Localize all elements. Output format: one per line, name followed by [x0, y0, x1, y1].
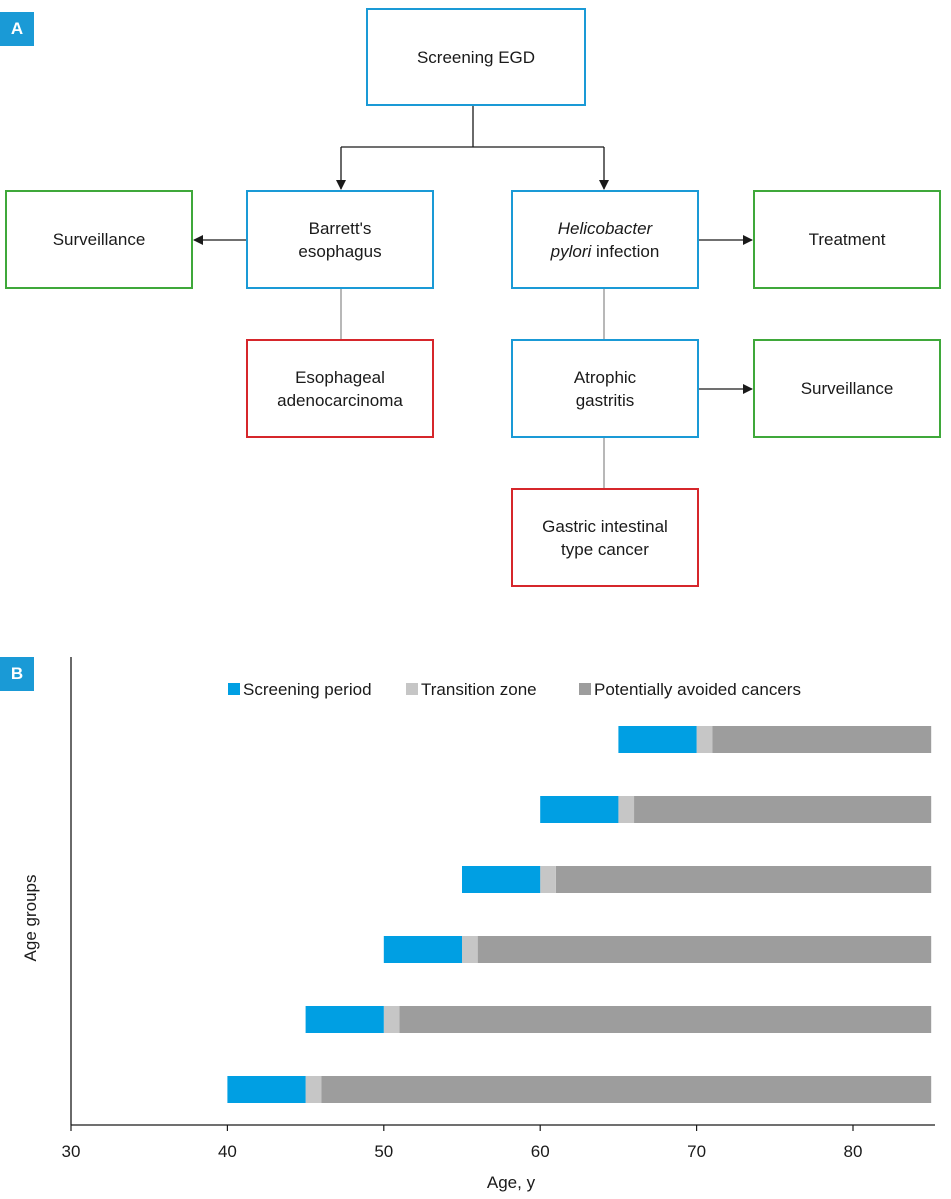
bar-avoided-row-6 [321, 1076, 932, 1103]
node-treatment: Treatment [753, 190, 941, 289]
panel-b-badge: B [0, 657, 34, 691]
x-tick-label: 60 [531, 1142, 550, 1161]
legend-label-2: Transition zone [421, 680, 537, 699]
node-gastric-line2: type cancer [561, 539, 649, 559]
node-surveillance-left-text: Surveillance [52, 230, 146, 249]
node-surveillance-right: Surveillance [753, 339, 941, 438]
node-hpylori-line2-rest: infection [591, 241, 660, 261]
bar-screening-row-4 [383, 936, 462, 963]
bar-screening-row-3 [462, 866, 541, 893]
bar-avoided-row-1 [712, 726, 932, 753]
bar-transition-row-4 [462, 936, 478, 963]
legend-label-3: Potentially avoided cancers [594, 680, 801, 699]
bar-transition-row-5 [383, 1006, 400, 1033]
x-tick-label: 30 [62, 1142, 81, 1161]
bar-avoided-row-5 [399, 1006, 932, 1033]
bar-transition-row-3 [540, 866, 556, 893]
bar-avoided-row-3 [555, 866, 932, 893]
node-esophageal-adenocarcinoma: Esophageal adenocarcinoma [246, 339, 434, 438]
node-atrophic-line2: gastritis [575, 390, 635, 410]
node-barretts-esophagus: Barrett's esophagus [246, 190, 434, 289]
x-tick-label: 50 [374, 1142, 393, 1161]
node-barretts-line2: esophagus [298, 241, 382, 261]
node-hpylori-line1: Helicobacter [557, 218, 653, 238]
legend-swatch-2 [406, 683, 418, 695]
bar-transition-row-2 [618, 796, 635, 823]
x-tick-label: 40 [218, 1142, 237, 1161]
node-atrophic-line1: Atrophic [573, 367, 637, 387]
node-atrophic-gastritis: Atrophic gastritis [511, 339, 699, 438]
node-esophageal-line2: adenocarcinoma [277, 390, 403, 410]
y-axis-label: Age groups [21, 875, 40, 962]
chart-bars [227, 726, 932, 1103]
chart-axes: 30 40 50 60 70 80 [62, 657, 935, 1161]
bar-screening-row-6 [227, 1076, 306, 1103]
x-tick-label: 80 [844, 1142, 863, 1161]
bar-avoided-row-2 [634, 796, 932, 823]
bar-avoided-row-4 [477, 936, 932, 963]
node-esophageal-line1: Esophageal [295, 367, 385, 387]
legend-label-1: Screening period [243, 680, 372, 699]
legend-swatch-1 [228, 683, 240, 695]
bar-screening-row-1 [618, 726, 697, 753]
node-surveillance-left: Surveillance [5, 190, 193, 289]
x-axis-label: Age, y [487, 1173, 536, 1192]
x-tick-label: 70 [687, 1142, 706, 1161]
chart-legend: Screening period Transition zone Potential… [228, 680, 801, 699]
node-barretts-line1: Barrett's [308, 218, 372, 238]
node-treatment-text: Treatment [808, 230, 886, 249]
node-hpylori-infection: Helicobacter pylori infection [511, 190, 699, 289]
bar-screening-row-5 [305, 1006, 384, 1033]
node-hpylori-line2: pylori infection [551, 240, 660, 263]
node-gastric-cancer: Gastric intestinal type cancer [511, 488, 699, 587]
node-surveillance-right-text: Surveillance [800, 379, 894, 398]
panel-a-badge: A [0, 12, 34, 46]
bar-transition-row-1 [696, 726, 713, 753]
bar-screening-row-2 [540, 796, 619, 823]
node-screening-egd-text: Screening EGD [416, 47, 536, 67]
node-gastric-line1: Gastric intestinal [542, 516, 668, 536]
legend-swatch-3 [579, 683, 591, 695]
flowchart-connectors [193, 106, 753, 488]
node-hpylori-line2-italic: pylori [550, 241, 592, 261]
node-screening-egd: Screening EGD [366, 8, 586, 106]
bar-transition-row-6 [305, 1076, 322, 1103]
